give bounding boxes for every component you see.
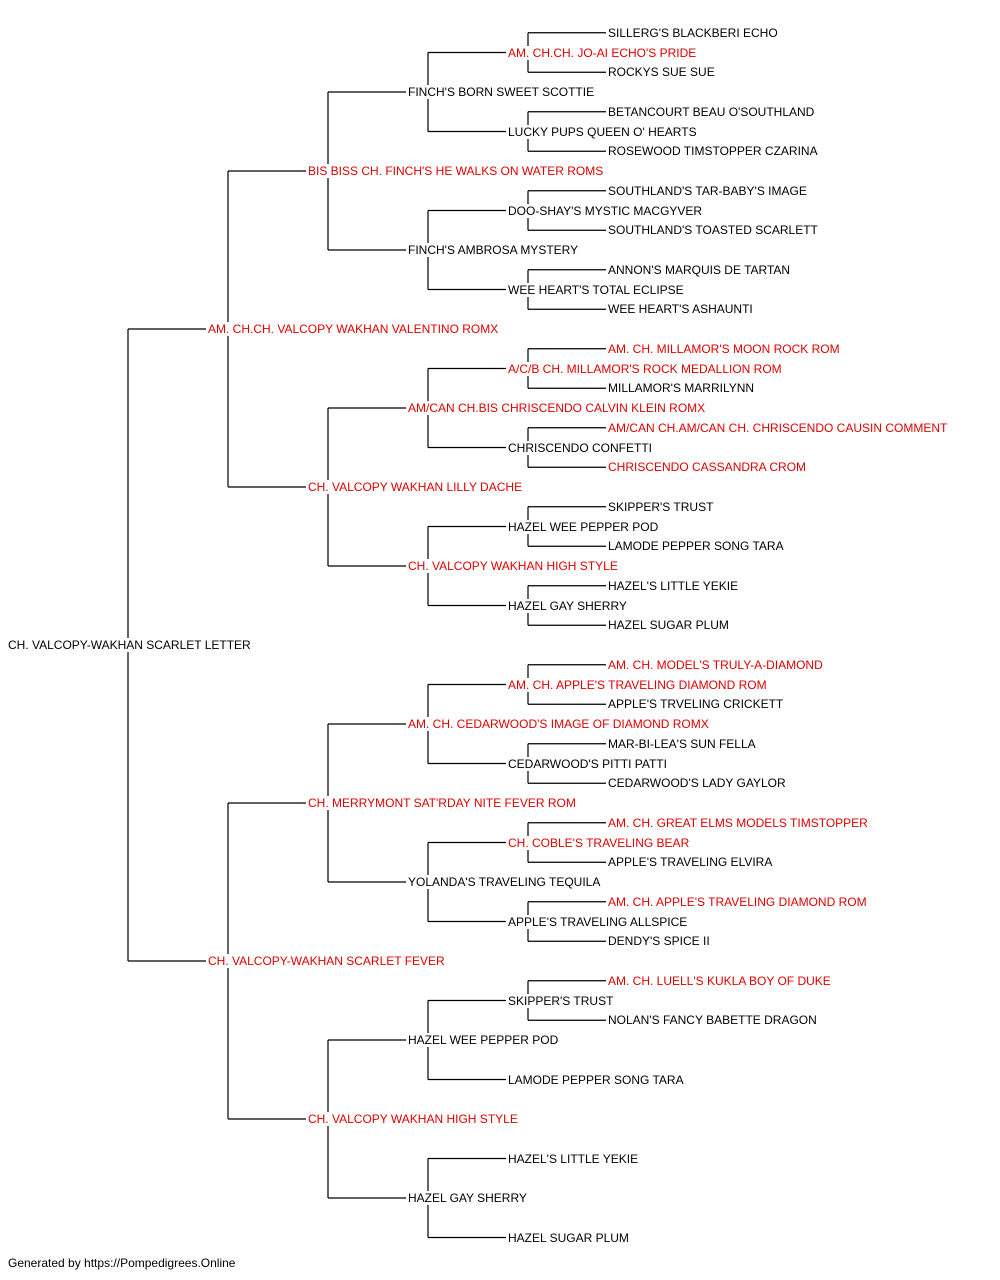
dog-name-apple-s-trveling-crickett[interactable]: APPLE'S TRVELING CRICKETT	[606, 697, 786, 712]
dog-name-am-can-ch-am-can-ch-chriscendo-causin-comment[interactable]: AM/CAN CH.AM/CAN CH. CHRISCENDO CAUSIN C…	[606, 420, 950, 435]
dog-name-ch-merrymont-sat-rday-nite-fever-rom[interactable]: CH. MERRYMONT SAT'RDAY NITE FEVER ROM	[306, 796, 578, 810]
dog-name-am-ch-luell-s-kukla-boy-of-duke[interactable]: AM. CH. LUELL'S KUKLA BOY OF DUKE	[606, 973, 833, 988]
dog-name-yolanda-s-traveling-tequila[interactable]: YOLANDA'S TRAVELING TEQUILA	[406, 875, 603, 889]
dog-name-hazel-s-little-yekie[interactable]: HAZEL'S LITTLE YEKIE	[506, 1151, 641, 1166]
dog-name-doo-shay-s-mystic-macgyver[interactable]: DOO-SHAY'S MYSTIC MACGYVER	[506, 203, 705, 218]
dog-name-nolan-s-fancy-babette-dragon[interactable]: NOLAN'S FANCY BABETTE DRAGON	[606, 1013, 819, 1028]
dog-name-lamode-pepper-song-tara[interactable]: LAMODE PEPPER SONG TARA	[506, 1072, 686, 1087]
dog-name-chriscendo-confetti[interactable]: CHRISCENDO CONFETTI	[506, 440, 654, 455]
dog-name-annon-s-marquis-de-tartan[interactable]: ANNON'S MARQUIS DE TARTAN	[606, 262, 793, 277]
dog-name-ch-coble-s-traveling-bear[interactable]: CH. COBLE'S TRAVELING BEAR	[506, 835, 692, 850]
dog-name-southland-s-tar-baby-s-image[interactable]: SOUTHLAND'S TAR-BABY'S IMAGE	[606, 183, 809, 198]
dog-name-ch-valcopy-wakhan-high-style[interactable]: CH. VALCOPY WAKHAN HIGH STYLE	[306, 1112, 520, 1126]
dog-name-am-ch-ch-jo-ai-echo-s-pride[interactable]: AM. CH.CH. JO-AI ECHO'S PRIDE	[506, 45, 699, 60]
dog-name-dendy-s-spice-ii[interactable]: DENDY'S SPICE II	[606, 934, 712, 949]
dog-name-skipper-s-trust[interactable]: SKIPPER'S TRUST	[506, 993, 616, 1008]
dog-name-hazel-gay-sherry[interactable]: HAZEL GAY SHERRY	[506, 598, 629, 613]
dog-name-cedarwood-s-pitti-patti[interactable]: CEDARWOOD'S PITTI PATTI	[506, 756, 669, 771]
dog-name-betancourt-beau-o-southland[interactable]: BETANCOURT BEAU O'SOUTHLAND	[606, 104, 817, 119]
dog-name-cedarwood-s-lady-gaylor[interactable]: CEDARWOOD'S LADY GAYLOR	[606, 776, 788, 791]
dog-name-ch-valcopy-wakhan-scarlet-letter[interactable]: CH. VALCOPY-WAKHAN SCARLET LETTER	[6, 638, 253, 652]
dog-name-southland-s-toasted-scarlett[interactable]: SOUTHLAND'S TOASTED SCARLETT	[606, 223, 820, 238]
footer-credit: Generated by https://Pompedigrees.Online	[8, 1256, 236, 1270]
dog-name-hazel-s-little-yekie[interactable]: HAZEL'S LITTLE YEKIE	[606, 578, 741, 593]
dog-name-wee-heart-s-total-eclipse[interactable]: WEE HEART'S TOTAL ECLIPSE	[506, 282, 686, 297]
dog-name-chriscendo-cassandra-crom[interactable]: CHRISCENDO CASSANDRA CROM	[606, 460, 809, 475]
dog-name-am-ch-millamor-s-moon-rock-rom[interactable]: AM. CH. MILLAMOR'S MOON ROCK ROM	[606, 341, 842, 356]
dog-name-ch-valcopy-wakhan-high-style[interactable]: CH. VALCOPY WAKHAN HIGH STYLE	[406, 559, 620, 573]
dog-name-finch-s-ambrosa-mystery[interactable]: FINCH'S AMBROSA MYSTERY	[406, 243, 581, 257]
dog-name-rockys-sue-sue[interactable]: ROCKYS SUE SUE	[606, 65, 717, 80]
dog-name-am-ch-ch-valcopy-wakhan-valentino-romx[interactable]: AM. CH.CH. VALCOPY WAKHAN VALENTINO ROMX	[206, 322, 501, 336]
dog-name-skipper-s-trust[interactable]: SKIPPER'S TRUST	[606, 499, 716, 514]
dog-name-apple-s-traveling-elvira[interactable]: APPLE'S TRAVELING ELVIRA	[606, 855, 775, 870]
dog-name-sillerg-s-blackberi-echo[interactable]: SILLERG'S BLACKBERI ECHO	[606, 25, 780, 40]
dog-name-ch-valcopy-wakhan-scarlet-fever[interactable]: CH. VALCOPY-WAKHAN SCARLET FEVER	[206, 954, 447, 968]
dog-name-finch-s-born-sweet-scottie[interactable]: FINCH'S BORN SWEET SCOTTIE	[406, 85, 597, 99]
dog-name-am-ch-apple-s-traveling-diamond-rom[interactable]: AM. CH. APPLE'S TRAVELING DIAMOND ROM	[506, 677, 769, 692]
dog-name-hazel-gay-sherry[interactable]: HAZEL GAY SHERRY	[406, 1191, 529, 1205]
dog-name-wee-heart-s-ashaunti[interactable]: WEE HEART'S ASHAUNTI	[606, 302, 755, 317]
dog-name-am-can-ch-bis-chriscendo-calvin-klein-romx[interactable]: AM/CAN CH.BIS CHRISCENDO CALVIN KLEIN RO…	[406, 401, 708, 415]
dog-name-hazel-wee-pepper-pod[interactable]: HAZEL WEE PEPPER POD	[406, 1033, 561, 1047]
dog-name-hazel-wee-pepper-pod[interactable]: HAZEL WEE PEPPER POD	[506, 519, 661, 534]
dog-name-hazel-sugar-plum[interactable]: HAZEL SUGAR PLUM	[506, 1230, 631, 1245]
dog-name-am-ch-great-elms-models-timstopper[interactable]: AM. CH. GREAT ELMS MODELS TIMSTOPPER	[606, 815, 870, 830]
dog-name-am-ch-model-s-truly-a-diamond[interactable]: AM. CH. MODEL'S TRULY-A-DIAMOND	[606, 657, 825, 672]
dog-name-millamor-s-marrilynn[interactable]: MILLAMOR'S MARRILYNN	[606, 381, 757, 396]
dog-name-mar-bi-lea-s-sun-fella[interactable]: MAR-BI-LEA'S SUN FELLA	[606, 736, 758, 751]
dog-name-hazel-sugar-plum[interactable]: HAZEL SUGAR PLUM	[606, 618, 731, 633]
dog-name-lamode-pepper-song-tara[interactable]: LAMODE PEPPER SONG TARA	[606, 539, 786, 554]
dog-name-am-ch-apple-s-traveling-diamond-rom[interactable]: AM. CH. APPLE'S TRAVELING DIAMOND ROM	[606, 894, 869, 909]
dog-name-rosewood-timstopper-czarina[interactable]: ROSEWOOD TIMSTOPPER CZARINA	[606, 144, 820, 159]
dog-name-am-ch-cedarwood-s-image-of-diamond-romx[interactable]: AM. CH. CEDARWOOD'S IMAGE OF DIAMOND ROM…	[406, 717, 711, 731]
dog-name-ch-valcopy-wakhan-lilly-dache[interactable]: CH. VALCOPY WAKHAN LILLY DACHE	[306, 480, 525, 494]
dog-name-bis-biss-ch-finch-s-he-walks-on-water-roms[interactable]: BIS BISS CH. FINCH'S HE WALKS ON WATER R…	[306, 164, 606, 178]
dog-name-apple-s-traveling-allspice[interactable]: APPLE'S TRAVELING ALLSPICE	[506, 914, 690, 929]
dog-name-lucky-pups-queen-o-hearts[interactable]: LUCKY PUPS QUEEN O' HEARTS	[506, 124, 699, 139]
dog-name-a-c-b-ch-millamor-s-rock-medallion-rom[interactable]: A/C/B CH. MILLAMOR'S ROCK MEDALLION ROM	[506, 361, 784, 376]
